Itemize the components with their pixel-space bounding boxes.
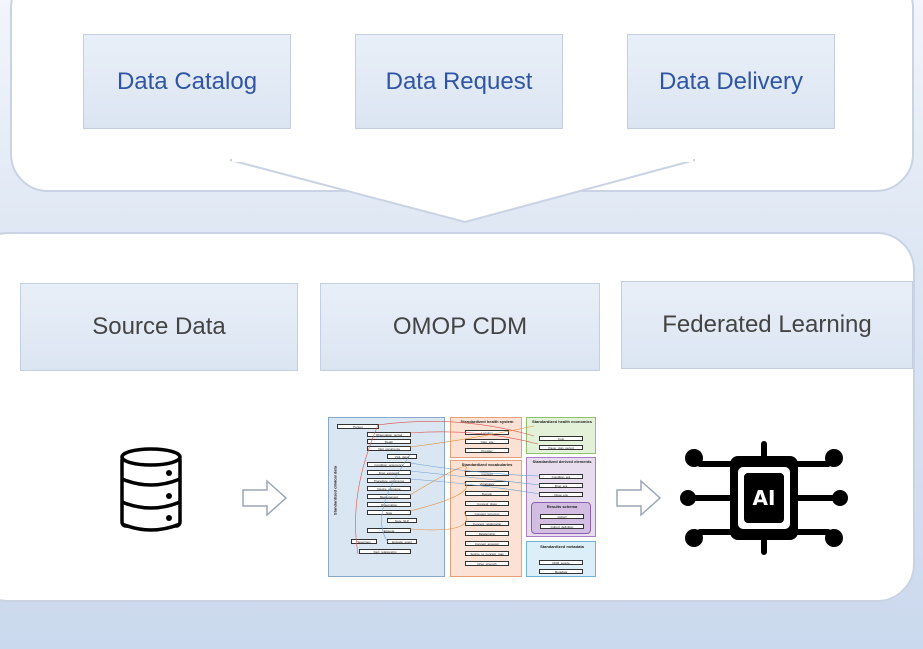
schema-row: Relationship — [465, 531, 509, 536]
metadata-group: Standardized metadata CDM_source Metadat… — [526, 541, 596, 577]
schema-row: Provider — [465, 448, 509, 453]
schema-relationship-lines — [355, 421, 541, 555]
health-economics-group: Standardized health economics Cost Payer… — [526, 417, 596, 454]
schema-row: Concept_synonym — [465, 511, 509, 516]
data-delivery-box[interactable]: Data Delivery — [627, 34, 835, 129]
schema-row: Condition_occurrence — [367, 462, 411, 467]
schema-row: Concept_relationship — [465, 521, 509, 526]
funnel-connector — [229, 150, 696, 224]
vocabularies-title: Standardized vocabularies — [461, 462, 513, 467]
schema-row: Observation — [367, 502, 411, 507]
omop-cdm-label: OMOP CDM — [392, 313, 528, 340]
source-data-label: Source Data — [92, 313, 226, 340]
schema-row: Drug_exposure — [367, 470, 411, 475]
ai-chip-icon — [680, 441, 848, 555]
health-economics-title: Standardized health economics — [531, 419, 592, 424]
schema-row: Specimen — [351, 539, 377, 544]
database-icon — [120, 447, 182, 532]
metadata-title: Standardized metadata — [540, 544, 584, 549]
vocabularies-group: Standardized vocabularies Concept Vocabu… — [450, 460, 522, 577]
schema-row: Measurement — [367, 494, 411, 499]
arrow-right-icon — [616, 479, 662, 517]
schema-row: Concept — [465, 471, 509, 476]
source-data-box[interactable]: Source Data — [20, 283, 298, 371]
data-catalog-box[interactable]: Data Catalog — [83, 34, 291, 129]
omop-cdm-schema-diagram: Standardized clinical data Person Observ… — [328, 414, 598, 580]
schema-row: Visit_occurrence — [367, 446, 411, 451]
schema-row: Source_to_concept_map — [465, 551, 509, 556]
schema-row: Person — [337, 424, 379, 429]
schema-row: Domain — [465, 491, 509, 496]
ai-chip-label: AI — [752, 486, 776, 510]
arrow-right-icon — [242, 479, 288, 517]
schema-row: Visit_detail — [387, 454, 417, 459]
omop-cdm-box[interactable]: OMOP CDM — [320, 283, 600, 371]
schema-row: Metadata — [539, 569, 583, 574]
results-schema-group: Results schema Cohort Cohort_definition — [531, 502, 591, 534]
health-system-title: Standardized health system — [460, 419, 514, 424]
schema-row: Cost — [539, 436, 583, 441]
derived-elements-title: Standardized derived elements — [532, 459, 592, 464]
schema-row: Death — [367, 439, 411, 444]
data-request-label: Data Request — [385, 67, 533, 95]
schema-row: Concept_ancestor — [465, 541, 509, 546]
schema-row: Condition_era — [539, 474, 583, 479]
schema-row: Cohort — [540, 514, 584, 519]
schema-row: Cohort_definition — [540, 524, 584, 529]
schema-row: CDM_source — [539, 560, 583, 565]
schema-row: Episode — [367, 528, 411, 533]
schema-row: Payer_plan_period — [539, 445, 583, 450]
schema-row: Procedure_occurrence — [367, 478, 411, 483]
schema-row: Care_site — [465, 439, 509, 444]
schema-row: Note_NLP — [387, 518, 417, 523]
derived-elements-group: Standardized derived elements Condition_… — [526, 457, 596, 537]
schema-row: Concept_class — [465, 501, 509, 506]
schema-row: Note — [367, 510, 411, 515]
data-catalog-label: Data Catalog — [116, 67, 258, 95]
results-schema-title: Results schema — [546, 504, 578, 509]
schema-row: Observation_period — [367, 432, 411, 437]
schema-row: Drug_strength — [465, 561, 509, 566]
data-request-box[interactable]: Data Request — [355, 34, 563, 129]
federated-learning-label: Federated Learning — [662, 311, 872, 338]
data-delivery-label: Data Delivery — [658, 67, 804, 95]
schema-row: Fact_relationship — [359, 549, 411, 554]
schema-row: Dose_era — [539, 492, 583, 497]
schema-row: Drug_era — [539, 483, 583, 488]
federated-learning-box[interactable]: Federated Learning — [621, 281, 913, 369]
